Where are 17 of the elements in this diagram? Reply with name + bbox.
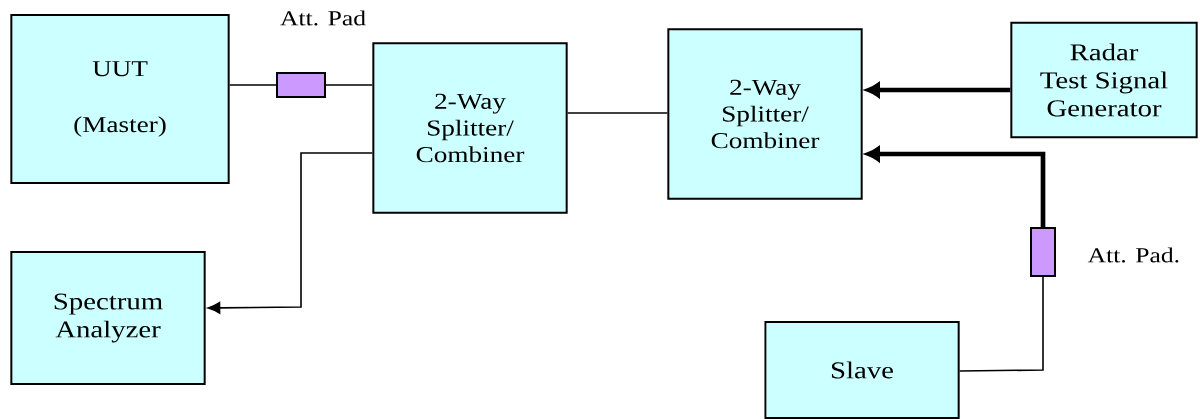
- arrow: [866, 82, 1011, 98]
- block-box: 2-Way Splitter/ Combiner: [372, 42, 568, 214]
- connector-line: [566, 112, 669, 114]
- block-box: 2-Way Splitter/ Combiner: [667, 28, 863, 200]
- connector-line: [325, 84, 374, 86]
- connector-line: [228, 84, 277, 86]
- arrow: [866, 146, 1046, 227]
- block-box: Radar Test Signal Generator: [1010, 21, 1198, 139]
- block-box: Spectrum Analyzer: [10, 251, 206, 385]
- attenuator-pad: [1030, 227, 1056, 277]
- pad-label: Att. Pad.: [1087, 247, 1179, 263]
- attenuator-pad: [276, 72, 326, 98]
- arrow: [207, 152, 374, 314]
- block-box: UUT (Master): [10, 14, 230, 184]
- connector-line: [958, 276, 1044, 372]
- pad-label: Att. Pad: [280, 10, 366, 26]
- block-box: Slave: [764, 321, 960, 419]
